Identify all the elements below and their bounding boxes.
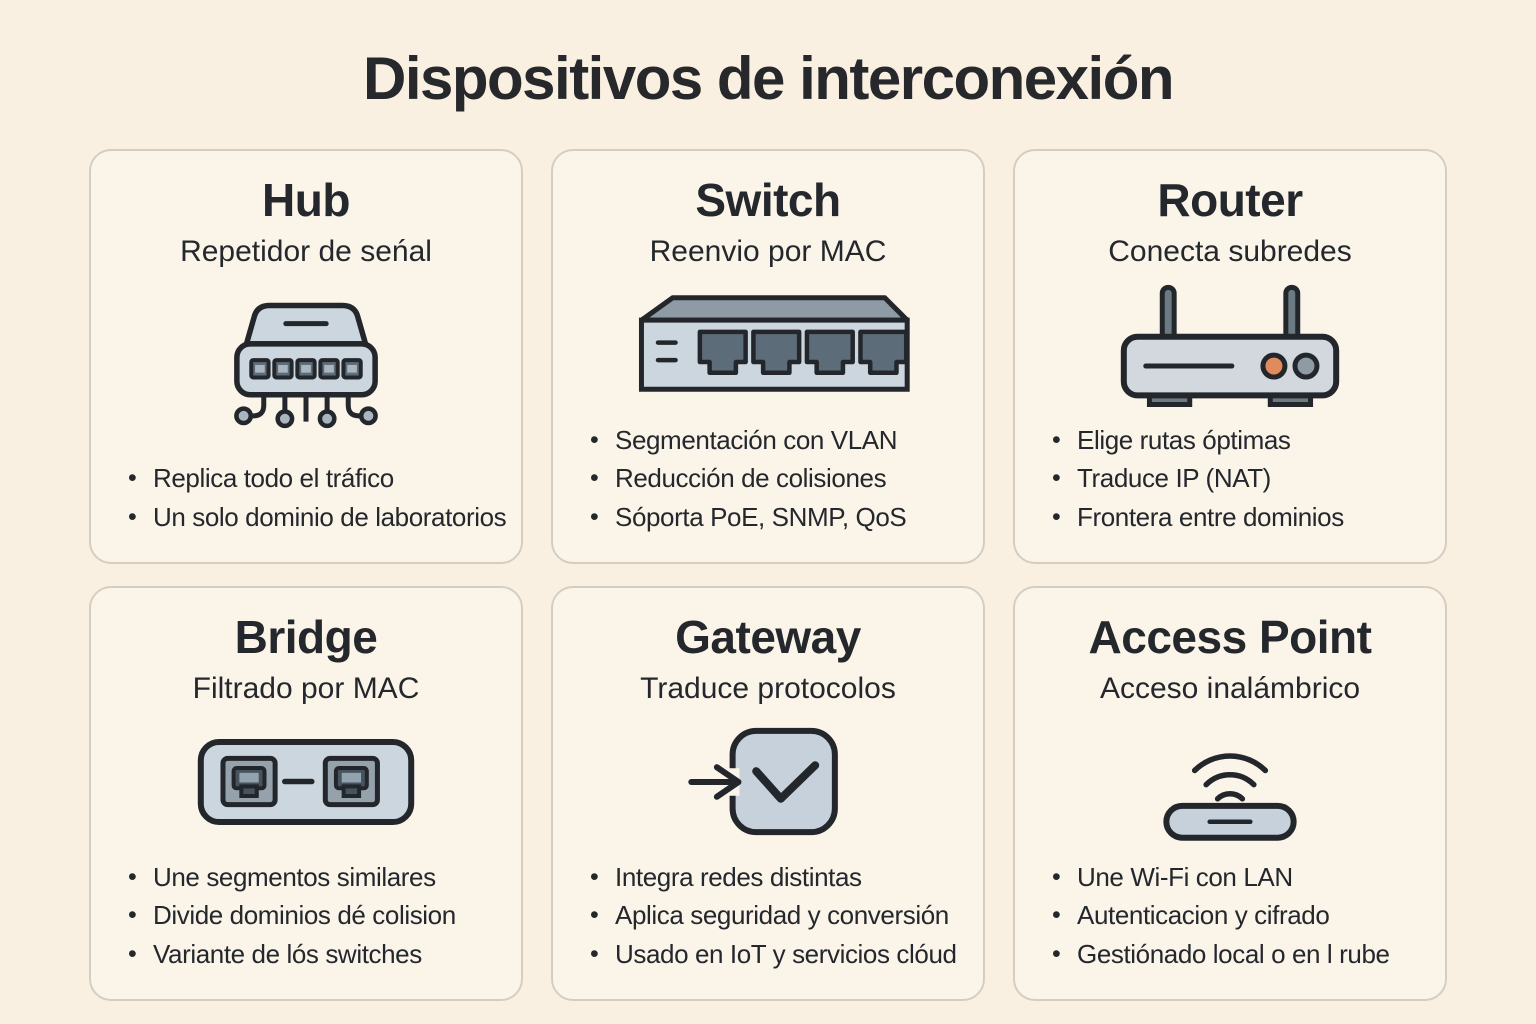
bullet-item: Variante de lós switches (128, 935, 515, 974)
bullet-item: Gestiónado local o en l rube (1052, 935, 1439, 974)
bridge-title: Bridge (234, 611, 378, 663)
bullet-item: Divide dominios dé colision (128, 896, 515, 935)
bullet-item: Integra redes distintas (590, 858, 977, 897)
bridge-ports-icon (91, 706, 521, 857)
card-gateway: Gateway Traduce protocolos Integra redes… (551, 586, 985, 1001)
access-point-wifi-icon (1015, 706, 1445, 857)
hub-bullet-list: Replica todo el tráfico Un solo dominio … (91, 459, 521, 536)
gateway-check-icon-svg (682, 723, 854, 841)
hub-title: Hub (262, 174, 350, 226)
access-point-subtitle: Acceso inalámbrico (1099, 671, 1361, 705)
bullet-item: Segmentación con VLAN (590, 421, 977, 460)
switch-device-icon (553, 269, 983, 420)
bullet-item: Reducción de colisiones (590, 459, 977, 498)
switch-subtitle: Reenvio por MAC (649, 234, 887, 268)
bullet-item: Une Wi-Fi con LAN (1052, 858, 1439, 897)
bullet-item: Aplica seguridad y conversión (590, 896, 977, 935)
bullet-item: Traduce IP (NAT) (1052, 459, 1439, 498)
bullet-item: Usado en IoT y servicios clóud (590, 935, 977, 974)
hub-subtitle: Repetidor de seńal (180, 234, 432, 268)
gateway-subtitle: Traduce protocolos (640, 671, 896, 705)
hub-device-icon-svg (210, 291, 402, 437)
switch-device-icon-svg (622, 289, 914, 401)
bullet-item: Un solo dominio de laboratorios (128, 498, 515, 537)
bridge-ports-icon-svg (195, 736, 417, 828)
card-bridge: Bridge Filtrado por MAC (89, 586, 523, 1001)
router-subtitle: Conecta subredes (1108, 234, 1352, 268)
page-title: Dispositivos de interconexión (362, 45, 1175, 112)
bullet-item: Replica todo el tráfico (128, 459, 515, 498)
router-device-icon (1015, 269, 1445, 420)
bullet-item: Autenticacion y cifrado (1052, 896, 1439, 935)
switch-bullet-list: Segmentación con VLAN Reducción de colis… (553, 421, 983, 537)
router-bullet-list: Elige rutas óptimas Traduce IP (NAT) Fro… (1015, 421, 1445, 537)
bullet-item: Sóporta PoE, SNMP, QoS (590, 498, 977, 537)
gateway-title: Gateway (675, 611, 861, 663)
bullet-item: Une segmentos similares (128, 858, 515, 897)
bridge-bullet-list: Une segmentos similares Divide dominios … (91, 858, 521, 974)
cards-grid: Hub Repetidor de seńal (89, 149, 1447, 1001)
hub-device-icon (91, 269, 521, 459)
card-router: Router Conecta subredes Elige rutas ópti… (1013, 149, 1447, 564)
card-access-point: Access Point Acceso inalámbrico Une Wi-F… (1013, 586, 1447, 1001)
access-point-title: Access Point (1088, 611, 1372, 663)
router-device-icon-svg (1111, 280, 1349, 410)
router-title: Router (1157, 174, 1303, 226)
gateway-bullet-list: Integra redes distintas Aplica seguridad… (553, 858, 983, 974)
access-point-wifi-icon-svg (1141, 721, 1319, 843)
bridge-subtitle: Filtrado por MAC (192, 671, 420, 705)
access-point-bullet-list: Une Wi-Fi con LAN Autenticacion y cifrad… (1015, 858, 1445, 974)
card-switch: Switch Reenvio por MAC Segmentación con … (551, 149, 985, 564)
switch-title: Switch (695, 174, 841, 226)
card-hub: Hub Repetidor de seńal (89, 149, 523, 564)
gateway-check-icon (553, 706, 983, 857)
bullet-item: Elige rutas óptimas (1052, 421, 1439, 460)
bullet-item: Frontera entre dominios (1052, 498, 1439, 537)
